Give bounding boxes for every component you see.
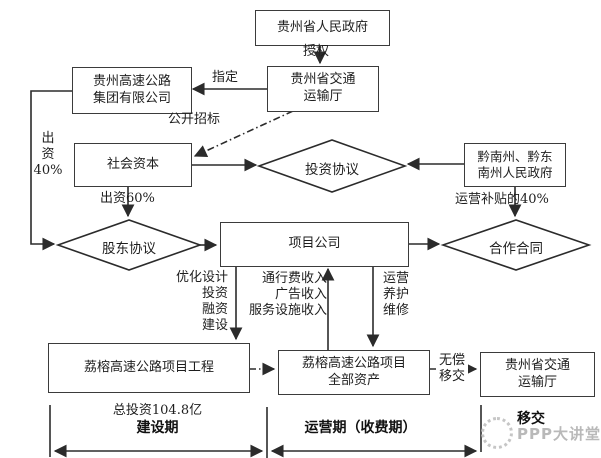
node-project-company-label: 项目公司	[288, 236, 341, 252]
node-project-works: 荔榕高速公路项目工程	[48, 343, 250, 393]
watermark-text: PPP大讲堂	[517, 424, 601, 443]
node-transport-department-line2: 运输厅	[303, 89, 343, 104]
node-project-assets: 荔榕高速公路项目 全部资产	[278, 350, 430, 395]
contribute-40-label: 出 资 40%	[33, 131, 63, 178]
responsibilities-label: 优化设计 投资 融资 建设	[175, 270, 228, 333]
node-prefecture-governments-line1: 黔南州、黔东	[477, 148, 553, 164]
node-expressway-group: 贵州高速公路 集团有限公司	[72, 67, 192, 114]
node-project-company: 项目公司	[220, 222, 409, 267]
node-transport-department-2: 贵州省交通 运输厅	[480, 352, 595, 397]
node-transport-department-2-line2: 运输厅	[517, 374, 557, 390]
total-investment-label: 总投资104.8亿	[112, 403, 203, 418]
cooperation-contract-diamond	[440, 219, 592, 271]
node-prefecture-governments: 黔南州、黔东 南州人民政府	[464, 143, 566, 187]
investment-agreement-label: 投资协议	[305, 162, 359, 178]
contribute-60-label: 出资60%	[100, 191, 155, 206]
node-project-works-label: 荔榕高速公路项目工程	[83, 359, 214, 375]
node-project-assets-line2: 全部资产	[327, 372, 380, 388]
free-transfer-label: 无偿 移交	[436, 353, 468, 385]
node-social-capital: 社会资本	[74, 143, 192, 187]
shareholder-agreement-label: 股东协议	[102, 241, 156, 257]
node-prefecture-governments-line2: 南州人民政府	[477, 165, 553, 180]
operation-period-label: 运营期（收费期）	[304, 420, 417, 436]
operations-label: 运营 养护 维修	[383, 271, 410, 318]
operating-subsidy-label: 运营补贴的40%	[455, 192, 549, 207]
authorize-label: 授权	[303, 44, 330, 59]
node-project-assets-line1: 荔榕高速公路项目	[301, 355, 406, 371]
watermark: PPP大讲堂	[481, 417, 601, 449]
cooperation-contract-label: 合作合同	[489, 241, 543, 257]
node-expressway-group-line2: 集团有限公司	[92, 90, 171, 106]
node-provincial-government-label: 贵州省人民政府	[276, 19, 368, 35]
node-expressway-group-line1: 贵州高速公路	[92, 73, 171, 89]
watermark-logo-icon	[481, 417, 513, 449]
contribute-40-arrow	[30, 90, 72, 251]
public-bidding-arrow	[193, 110, 294, 158]
node-social-capital-label: 社会资本	[106, 156, 159, 172]
construction-period-label: 建设期	[136, 420, 179, 436]
public-bidding-label: 公开招标	[168, 112, 221, 127]
handover-label: 移交	[517, 411, 545, 427]
node-transport-department: 贵州省交通 运输厅	[267, 66, 379, 112]
investment-agreement-diamond	[256, 139, 408, 193]
node-transport-department-2-line1: 贵州省交通	[504, 357, 570, 373]
revenues-label: 通行费收入 广告收入 服务设施收入	[248, 271, 327, 318]
designate-label: 指定	[212, 70, 239, 85]
node-provincial-government: 贵州省人民政府	[255, 10, 390, 46]
node-transport-department-line1: 贵州省交通	[290, 72, 356, 88]
